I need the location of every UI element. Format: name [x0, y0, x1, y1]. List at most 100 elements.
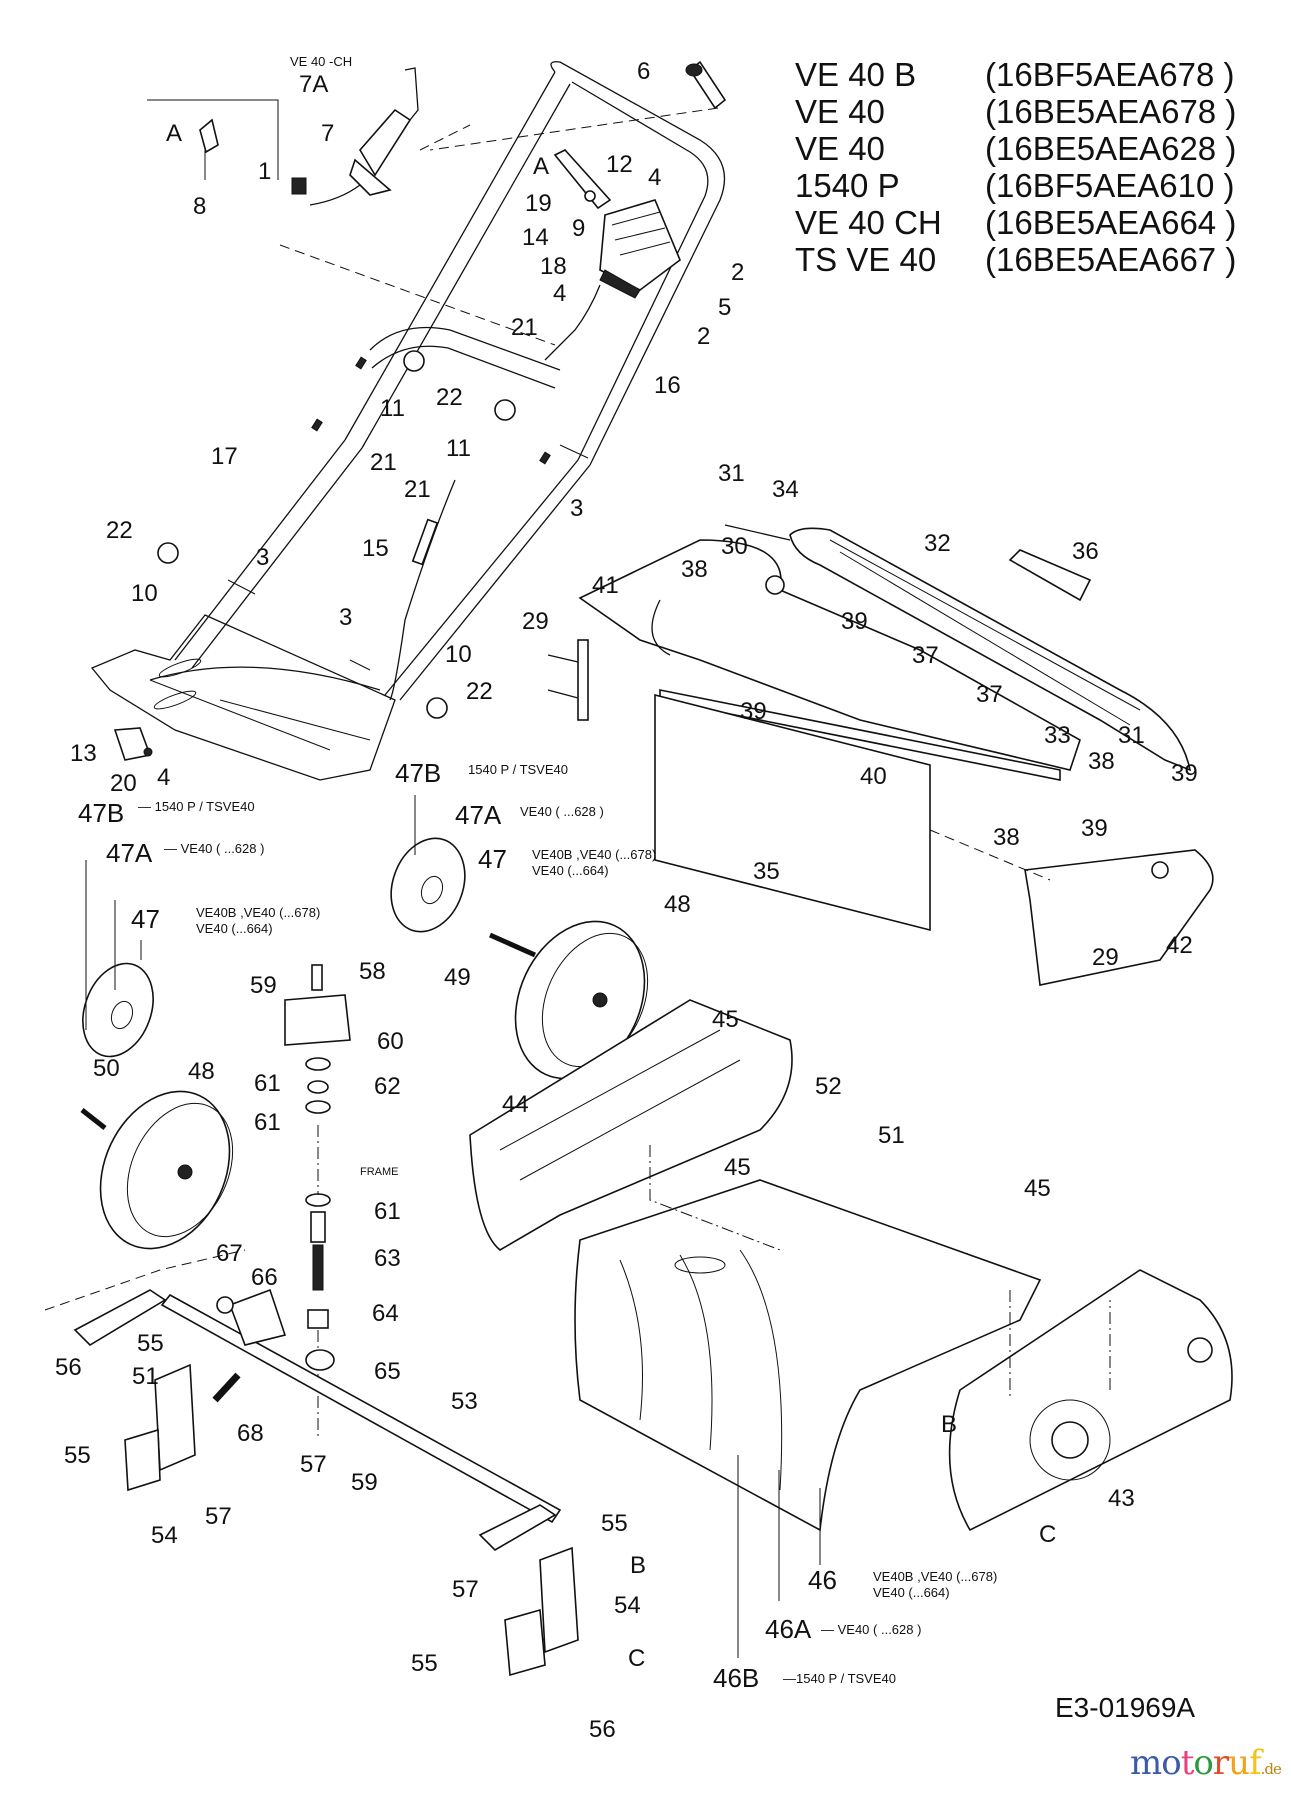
note-frame: FRAME: [360, 1166, 399, 1178]
callout-59-top: 59: [250, 972, 277, 999]
callout-39-mid: 39: [740, 698, 767, 725]
callout-20: 20: [110, 770, 137, 797]
model-name: 1540 P: [795, 167, 900, 204]
note-46-1: VE40B ,VE40 (...678): [873, 1569, 998, 1584]
alignment-7: [419, 124, 471, 151]
bracket-54-left: [124, 1363, 196, 1492]
callout-21-top: 21: [511, 314, 538, 341]
callout-47b-left: 47B: [78, 798, 125, 828]
callout-2-top: 2: [731, 259, 745, 286]
watermark-letter: f: [1249, 1743, 1262, 1783]
model-row: VE 40 CH(16BE5AEA664 ): [795, 204, 1236, 241]
model-row: VE 40(16BE5AEA628 ): [795, 130, 1236, 167]
callout-3-low: 3: [339, 604, 353, 631]
callout-a-left: A: [166, 120, 183, 147]
plate-20: [113, 727, 153, 761]
callout-39-bottom: 39: [1081, 815, 1108, 842]
rail-40: [654, 689, 1061, 932]
note-47-left-1: VE40B ,VE40 (...678): [196, 905, 321, 920]
callout-40: 40: [860, 763, 887, 790]
callout-60: 60: [377, 1028, 404, 1055]
callout-53: 53: [451, 1388, 478, 1415]
bracket-line: [147, 99, 279, 180]
callout-4-top: 4: [648, 164, 662, 191]
bolt-3-group: [227, 444, 589, 671]
callout-10-left: 10: [131, 580, 158, 607]
callout-6: 6: [637, 58, 651, 85]
callout-55-a: 55: [137, 1330, 164, 1357]
callout-57-right: 57: [452, 1576, 479, 1603]
callout-22-top: 22: [436, 384, 463, 411]
housing-41: [578, 539, 1081, 771]
callout-54-right: 54: [614, 1592, 641, 1619]
side-plate-42: [1024, 849, 1214, 986]
model-row: VE 40 B(16BF5AEA678 ): [795, 56, 1236, 93]
model-name: VE 40: [795, 130, 885, 167]
callout-45-mid: 45: [724, 1154, 751, 1181]
callout-51-right: 51: [878, 1122, 905, 1149]
callout-56-a: 56: [55, 1354, 82, 1381]
model-code: (16BE5AEA678 ): [985, 93, 1237, 130]
spring-68: [212, 1372, 241, 1403]
handle-lower-17: [174, 356, 591, 701]
watermark-logo: motoruf.de: [1130, 1743, 1282, 1783]
callout-15: 15: [362, 535, 389, 562]
note-47a-top: VE40 ( ...628 ): [520, 804, 604, 819]
callout-4-mid: 4: [553, 280, 567, 307]
model-code: (16BE5AEA664 ): [985, 204, 1237, 241]
watermark-suffix: .de: [1260, 1760, 1282, 1778]
model-list: VE 40 B(16BF5AEA678 ) VE 40(16BE5AEA678 …: [795, 56, 1236, 278]
side-housing-44: [469, 999, 793, 1251]
callout-46: 46: [808, 1565, 837, 1595]
watermark-letter: u: [1228, 1743, 1250, 1783]
callout-42: 42: [1166, 932, 1193, 959]
watermark-letter: t: [1180, 1743, 1195, 1783]
callout-57-mid: 57: [300, 1451, 327, 1478]
callout-c-right-bracket: C: [628, 1645, 646, 1672]
callout-39-right: 39: [1171, 760, 1198, 787]
callout-12: 12: [606, 151, 633, 178]
note-47-top-2: VE40 (...664): [532, 863, 609, 878]
switch-7: [291, 67, 419, 206]
switch-box-18: [544, 199, 681, 361]
callout-8: 8: [193, 193, 207, 220]
callout-4-low: 4: [157, 764, 171, 791]
bushing-65: [305, 1349, 335, 1371]
watermark-letter: m: [1130, 1743, 1162, 1783]
model-code: (16BF5AEA610 ): [985, 167, 1235, 204]
watermark-letter: o: [1161, 1743, 1182, 1783]
callout-35: 35: [753, 858, 780, 885]
callout-37-bottom: 37: [976, 681, 1003, 708]
model-row: VE 40(16BE5AEA678 ): [795, 93, 1236, 130]
callout-44: 44: [502, 1091, 529, 1118]
alignment-6: [429, 107, 719, 151]
callout-51-left: 51: [132, 1363, 159, 1390]
model-name: TS VE 40: [795, 241, 937, 278]
note-47b-left: — 1540 P / TSVE40: [138, 799, 255, 814]
callout-21-mid: 21: [370, 449, 397, 476]
watermark-letter: r: [1212, 1743, 1229, 1783]
note-46a: — VE40 ( ...628 ): [821, 1622, 922, 1637]
callout-16: 16: [654, 372, 681, 399]
callout-14: 14: [522, 224, 549, 251]
callout-11-left: 11: [380, 395, 405, 422]
axle-bolt-49: [488, 932, 537, 958]
callout-68: 68: [237, 1420, 264, 1447]
wheel-48-top: [514, 920, 649, 1080]
callout-19: 19: [525, 190, 552, 217]
washers-61-62: [305, 1057, 331, 1207]
callout-61-b: 61: [254, 1109, 281, 1136]
callout-65: 65: [374, 1358, 401, 1385]
callout-54-left: 54: [151, 1522, 178, 1549]
callout-18: 18: [540, 253, 567, 280]
callout-45-right: 45: [1024, 1175, 1051, 1202]
roller-32: [724, 524, 1192, 772]
callout-31-left: 31: [718, 460, 745, 487]
callout-45-top: 45: [712, 1006, 739, 1033]
side-housing-43: [948, 1269, 1233, 1532]
watermark-letter: o: [1193, 1743, 1214, 1783]
deck-46: [574, 1179, 1042, 1532]
cable-15: [149, 479, 456, 701]
hubcap-47-left: [82, 962, 154, 1058]
callout-47-left: 47: [131, 904, 160, 934]
